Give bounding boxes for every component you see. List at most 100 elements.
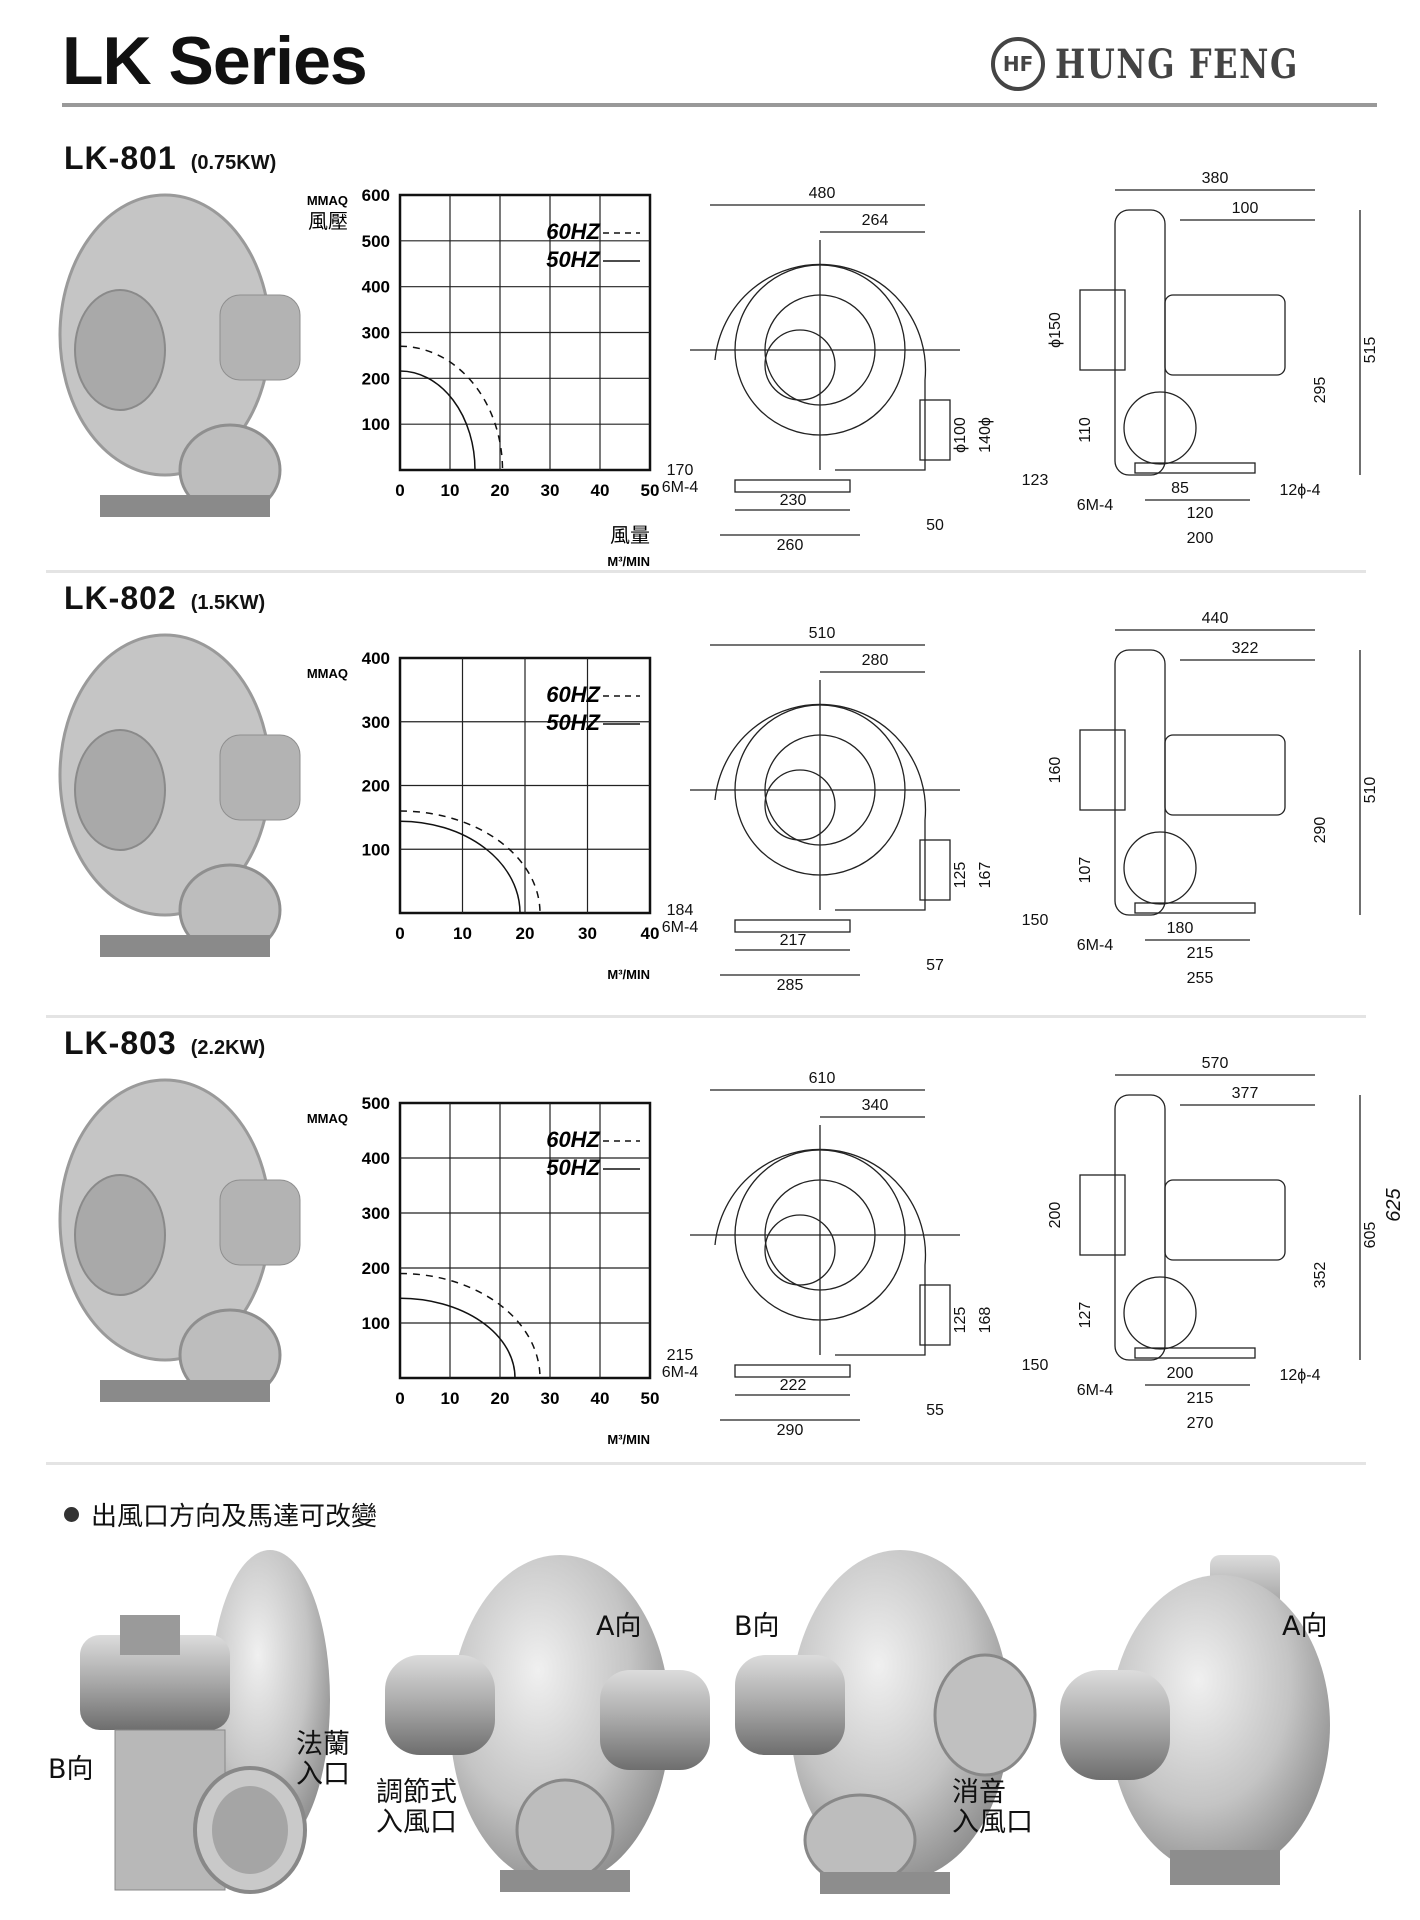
model-heading: LK-801(0.75KW): [64, 140, 276, 177]
dim-hole: 215: [667, 1347, 694, 1364]
dim-outlet-dia: ϕ100: [952, 417, 969, 453]
dim-base-inner: 217: [780, 932, 807, 949]
curve-60hz: [399, 1272, 541, 1379]
base-side: [1134, 1347, 1256, 1359]
section-divider: [46, 570, 1366, 573]
x-tick-label: 10: [441, 1389, 460, 1408]
legend-50hz: 50HZ: [546, 1155, 601, 1180]
photo-label-b-direction: B向: [48, 1754, 94, 1785]
dim-base-1: 200: [1167, 1365, 1194, 1382]
base-side: [1134, 462, 1256, 474]
base-plate: [734, 919, 851, 933]
legend-60hz: 60HZ: [546, 219, 601, 244]
housing-side: [1114, 209, 1166, 476]
dim-inlet-dia: 160: [1047, 757, 1064, 784]
dim-flange-dia: 168: [977, 1307, 994, 1334]
y-tick-label: 300: [362, 1204, 390, 1223]
legend-50hz: 50HZ: [546, 247, 601, 272]
dim-height-total: 510: [1362, 777, 1379, 804]
housing-outline: [714, 703, 927, 911]
x-tick-label: 50: [641, 1389, 660, 1408]
photo-label-a-direction: A向: [596, 1611, 642, 1642]
dim-width-half: 280: [862, 652, 889, 669]
dim-height-total: 605: [1362, 1222, 1379, 1249]
dim-height-low: 107: [1077, 857, 1094, 884]
photo-label-b-direction: B向: [734, 1611, 780, 1642]
product-photo: [58, 1078, 301, 1402]
dim-inlet: 123: [1022, 472, 1049, 489]
y-tick-label: 100: [362, 840, 390, 859]
dim-inlet: 150: [1022, 912, 1049, 929]
blower-photo-a-direction: [1060, 1555, 1330, 1885]
dim-base-3: 270: [1187, 1415, 1214, 1432]
outlet-flange: [919, 1284, 951, 1346]
dim-flange-dia: 167: [977, 862, 994, 889]
base-plate: [734, 1364, 851, 1378]
dim-base-3: 200: [1187, 530, 1214, 547]
outlet-circle: [1123, 1276, 1197, 1350]
y-tick-label: 500: [362, 1094, 390, 1113]
y-tick-label: 300: [362, 324, 390, 343]
model-heading: LK-803(2.2KW): [64, 1025, 265, 1062]
dim-outlet-dia: 125: [952, 1307, 969, 1334]
photo-label-silencer-inlet: 消音 入風口: [952, 1777, 1033, 1838]
y-tick-label: 200: [362, 1259, 390, 1278]
y-axis-label: 風壓: [308, 211, 348, 233]
dim-base-3: 255: [1187, 970, 1214, 987]
dim-width-half: 340: [862, 1097, 889, 1114]
x-axis-unit: M³/MIN: [607, 554, 650, 569]
dim-width-a: 100: [1232, 200, 1259, 217]
y-tick-label: 500: [362, 232, 390, 251]
inlet-side: [1079, 1174, 1126, 1256]
dim-width-total: 510: [809, 625, 836, 642]
model-heading: LK-802(1.5KW): [64, 580, 265, 617]
y-tick-label: 600: [362, 186, 390, 205]
feature-text: 出風口方向及馬達可改變: [91, 1502, 378, 1532]
dim-height-center: 352: [1312, 1262, 1329, 1289]
dim-width-total: 570: [1202, 1055, 1229, 1072]
x-tick-label: 0: [395, 1389, 404, 1408]
page-title: LK Series: [62, 23, 368, 99]
outlet-flange: [919, 399, 951, 461]
curve-60hz: [399, 345, 504, 471]
dim-height-low: 110: [1077, 417, 1094, 443]
housing-side: [1114, 649, 1166, 916]
x-tick-label: 50: [641, 481, 660, 500]
brand-name: HUNG FENG: [1055, 40, 1300, 88]
side-view-drawing: [1079, 1074, 1361, 1386]
dim-height-center: 295: [1312, 377, 1329, 404]
model-name: LK-801: [64, 140, 177, 176]
y-tick-label: 300: [362, 713, 390, 732]
photo-label-adjustable-inlet: 調節式 入風口: [376, 1777, 457, 1838]
curve-50hz: [399, 370, 476, 471]
x-tick-label: 30: [541, 481, 560, 500]
front-view-drawing: [690, 204, 960, 536]
x-tick-label: 20: [491, 481, 510, 500]
blower-photo-b-direction-silencer: [735, 1550, 1037, 1894]
side-view-drawing: [1079, 629, 1361, 941]
motor-side: [1164, 1179, 1286, 1261]
housing-outline: [714, 263, 927, 471]
dim-width-half: 264: [862, 212, 889, 229]
y-axis-unit: MMAQ: [307, 193, 348, 208]
dim-inlet-dia: 200: [1047, 1202, 1064, 1229]
dim-base-1: 85: [1171, 480, 1189, 497]
y-tick-label: 100: [362, 415, 390, 434]
dim-width-total: 610: [809, 1070, 836, 1087]
outlet-circle: [1123, 831, 1197, 905]
housing-outline: [714, 1148, 927, 1356]
x-axis-unit: M³/MIN: [607, 967, 650, 982]
x-tick-label: 0: [395, 924, 404, 943]
chart-frame: [398, 1101, 652, 1380]
dim-duct-width: 55: [926, 1402, 944, 1419]
dim-outlet-dia: 125: [952, 862, 969, 889]
motor-circle: [764, 1214, 836, 1286]
front-view-drawing: [690, 644, 960, 976]
legend-60hz: 60HZ: [546, 682, 601, 707]
section-divider: [46, 1015, 1366, 1018]
outlet-circle: [1123, 391, 1197, 465]
dim-holes: 12ϕ-4: [1280, 482, 1321, 499]
